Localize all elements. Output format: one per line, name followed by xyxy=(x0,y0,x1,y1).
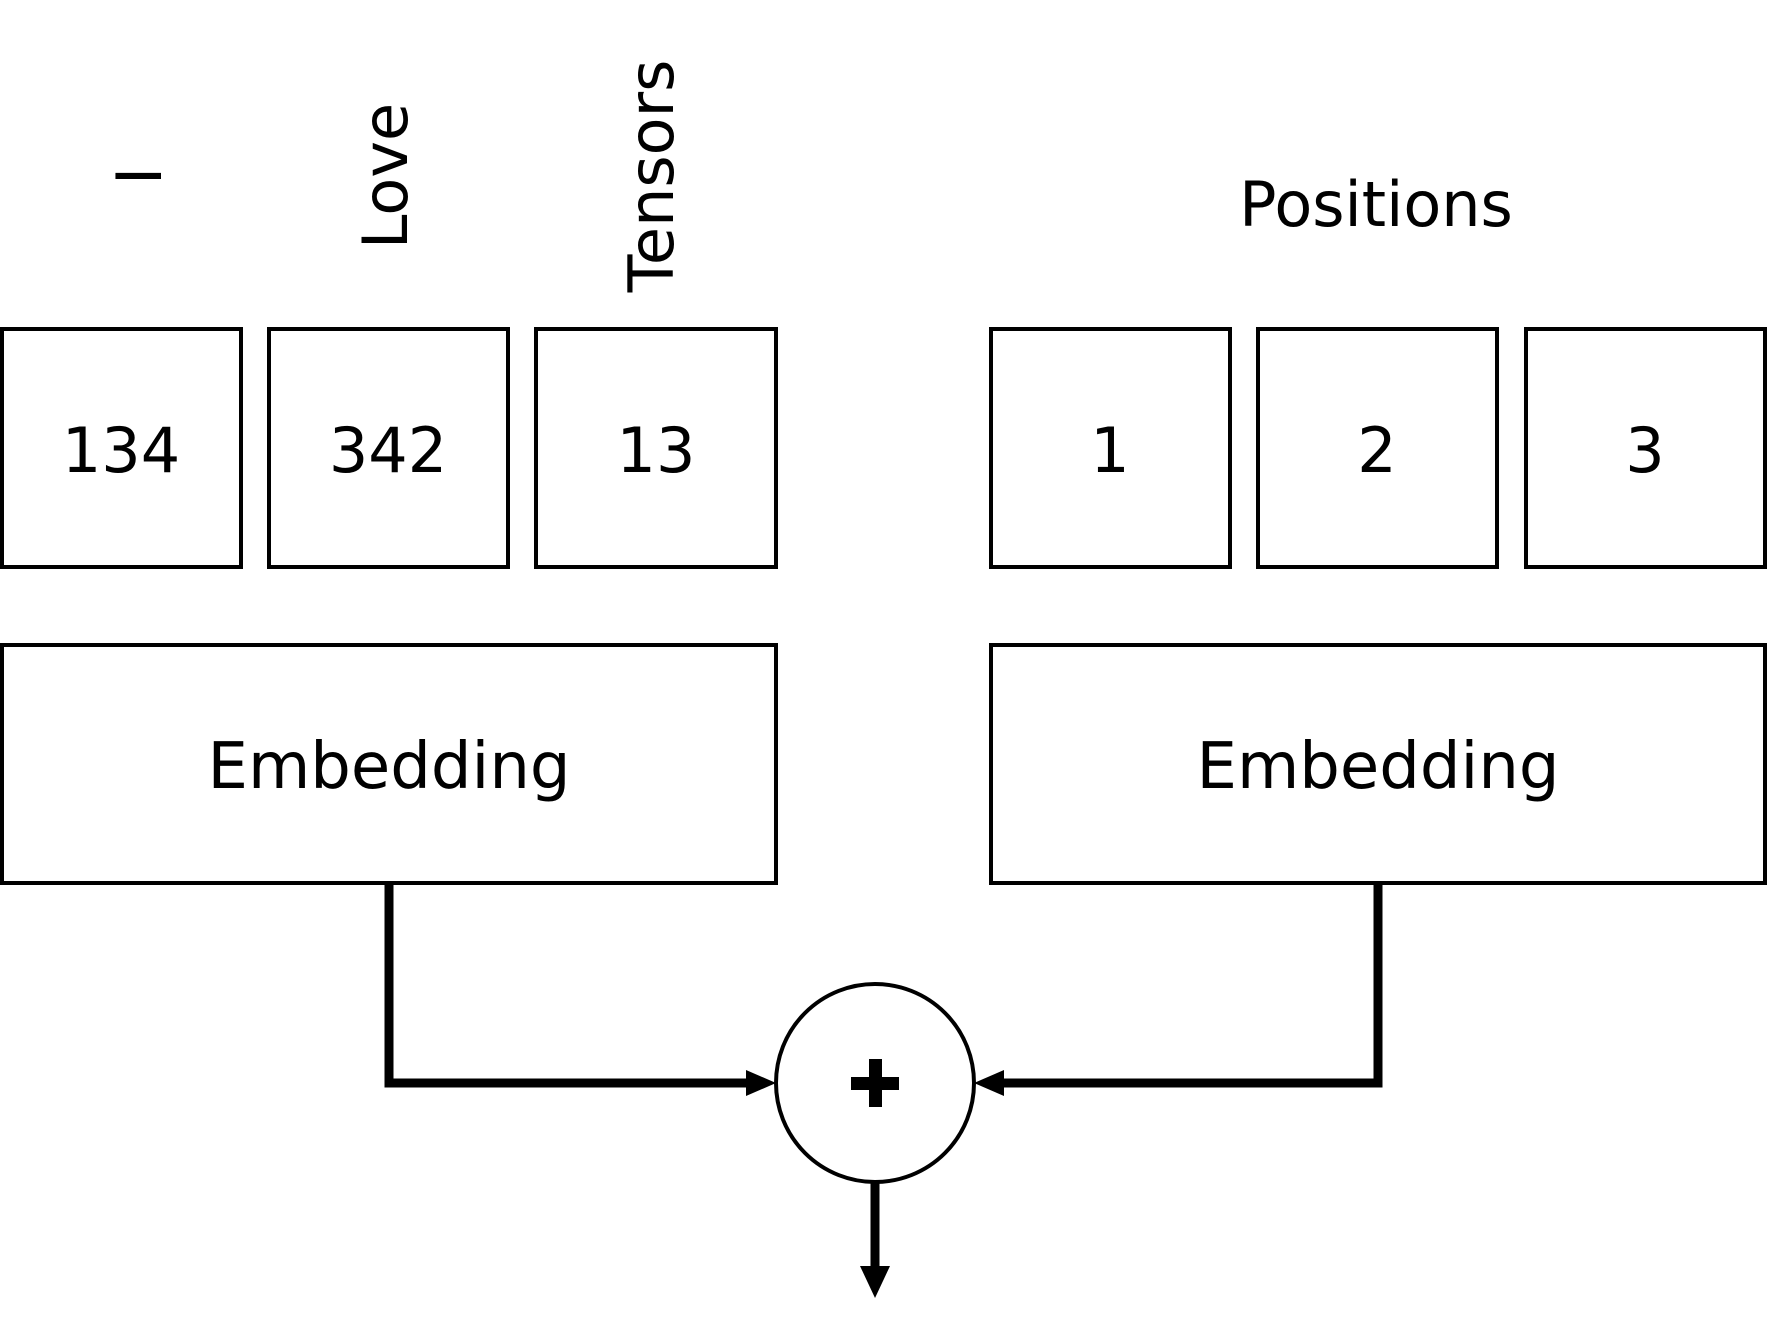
position-box-0: 1 xyxy=(989,327,1232,569)
token-id-box-0: 134 xyxy=(0,327,243,569)
position-value: 1 xyxy=(1090,414,1129,487)
token-id-value: 13 xyxy=(617,414,696,487)
positions-title: Positions xyxy=(1239,168,1513,241)
token-id-value: 342 xyxy=(329,414,447,487)
position-value: 2 xyxy=(1357,414,1396,487)
token-connector-arrowhead xyxy=(746,1070,776,1096)
position-embedding-block: Embedding xyxy=(989,643,1767,885)
token-id-value: 134 xyxy=(62,414,180,487)
token-id-box-2: 13 xyxy=(534,327,778,569)
token-word-tensors: Tensors xyxy=(615,60,688,294)
add-node: + xyxy=(774,982,976,1184)
position-connector-arrowhead xyxy=(974,1070,1004,1096)
token-id-box-1: 342 xyxy=(267,327,510,569)
token-embedding-block: Embedding xyxy=(0,643,778,885)
token-embedding-connector xyxy=(384,883,750,1088)
position-value: 3 xyxy=(1625,414,1664,487)
position-box-2: 3 xyxy=(1524,327,1767,569)
token-embedding-label: Embedding xyxy=(208,730,571,804)
position-embedding-connector xyxy=(1000,883,1383,1088)
token-word-love: Love xyxy=(349,103,422,249)
position-box-1: 2 xyxy=(1256,327,1499,569)
position-embedding-label: Embedding xyxy=(1197,730,1560,804)
plus-icon xyxy=(851,1059,899,1107)
output-arrowhead xyxy=(860,1266,890,1298)
token-word-i: I xyxy=(103,167,176,185)
